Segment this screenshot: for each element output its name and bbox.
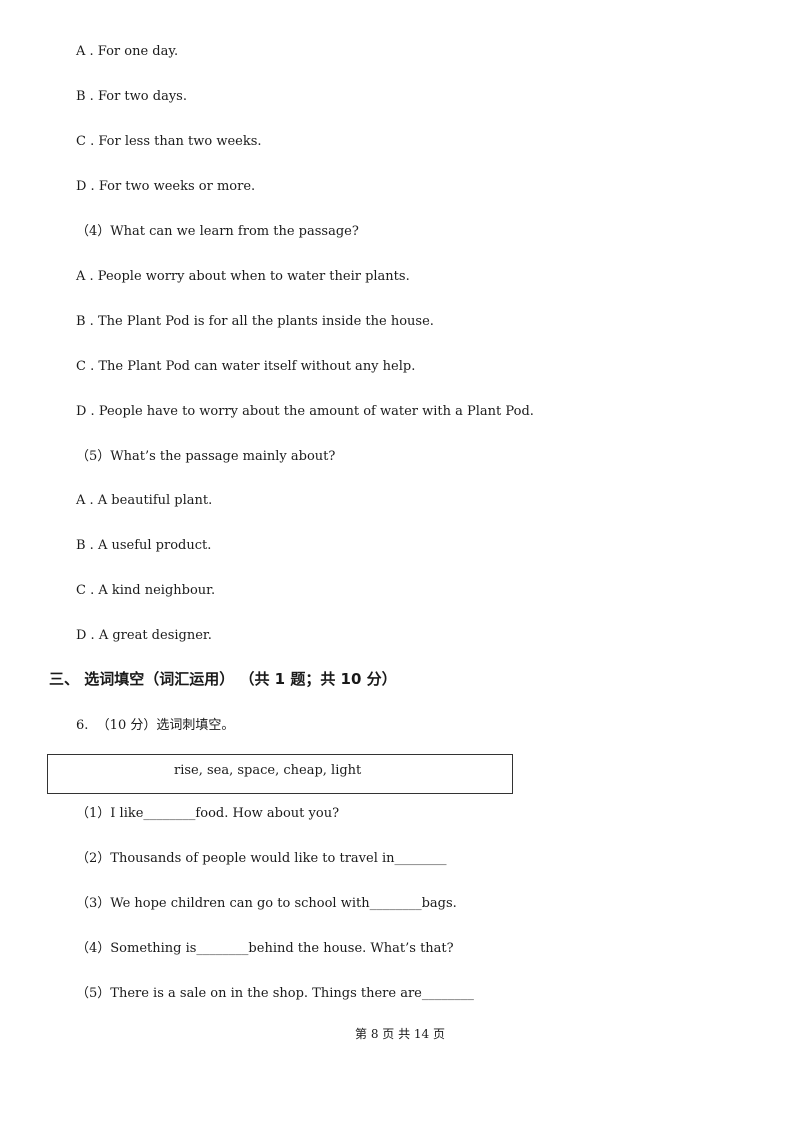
section-heading: 三、 选词填空（词汇运用） （共 1 题；共 10 分） [49, 670, 397, 688]
q5-option-d: D . A great designer. [76, 628, 212, 643]
q5-option-c: C . A kind neighbour. [76, 583, 216, 598]
q4-option-b: B . The Plant Pod is for all the plants … [76, 314, 434, 329]
q5-option-b: B . A useful product. [76, 538, 212, 553]
q4-question: （4）What can we learn from the passage? [76, 224, 359, 239]
question-6-title: 6. （10 分）选词刺填空。 [76, 718, 235, 733]
q4-option-c: C . The Plant Pod can water itself witho… [76, 359, 416, 374]
q4-option-a: A . People worry about when to water the… [76, 269, 410, 284]
q3-option-c: C . For less than two weeks. [76, 134, 262, 149]
fill-item-2: （2）Thousands of people would like to tra… [76, 851, 447, 866]
word-bank-box: rise, sea, space, cheap, light [47, 754, 513, 794]
q5-question: （5）What’s the passage mainly about? [76, 449, 336, 464]
q3-option-d: D . For two weeks or more. [76, 179, 256, 194]
q3-option-a: A . For one day. [76, 44, 179, 59]
q3-option-b: B . For two days. [76, 89, 187, 104]
q5-option-a: A . A beautiful plant. [76, 493, 213, 508]
fill-item-1: （1）I like________food. How about you? [76, 806, 340, 821]
fill-item-5: （5）There is a sale on in the shop. Thing… [76, 986, 474, 1001]
fill-item-3: （3）We hope children can go to school wit… [76, 896, 457, 911]
fill-item-4: （4）Something is________behind the house.… [76, 941, 454, 956]
word-bank-words: rise, sea, space, cheap, light [174, 763, 362, 778]
q4-option-d: D . People have to worry about the amoun… [76, 404, 534, 419]
page-footer: 第 8 页 共 14 页 [355, 1027, 445, 1041]
